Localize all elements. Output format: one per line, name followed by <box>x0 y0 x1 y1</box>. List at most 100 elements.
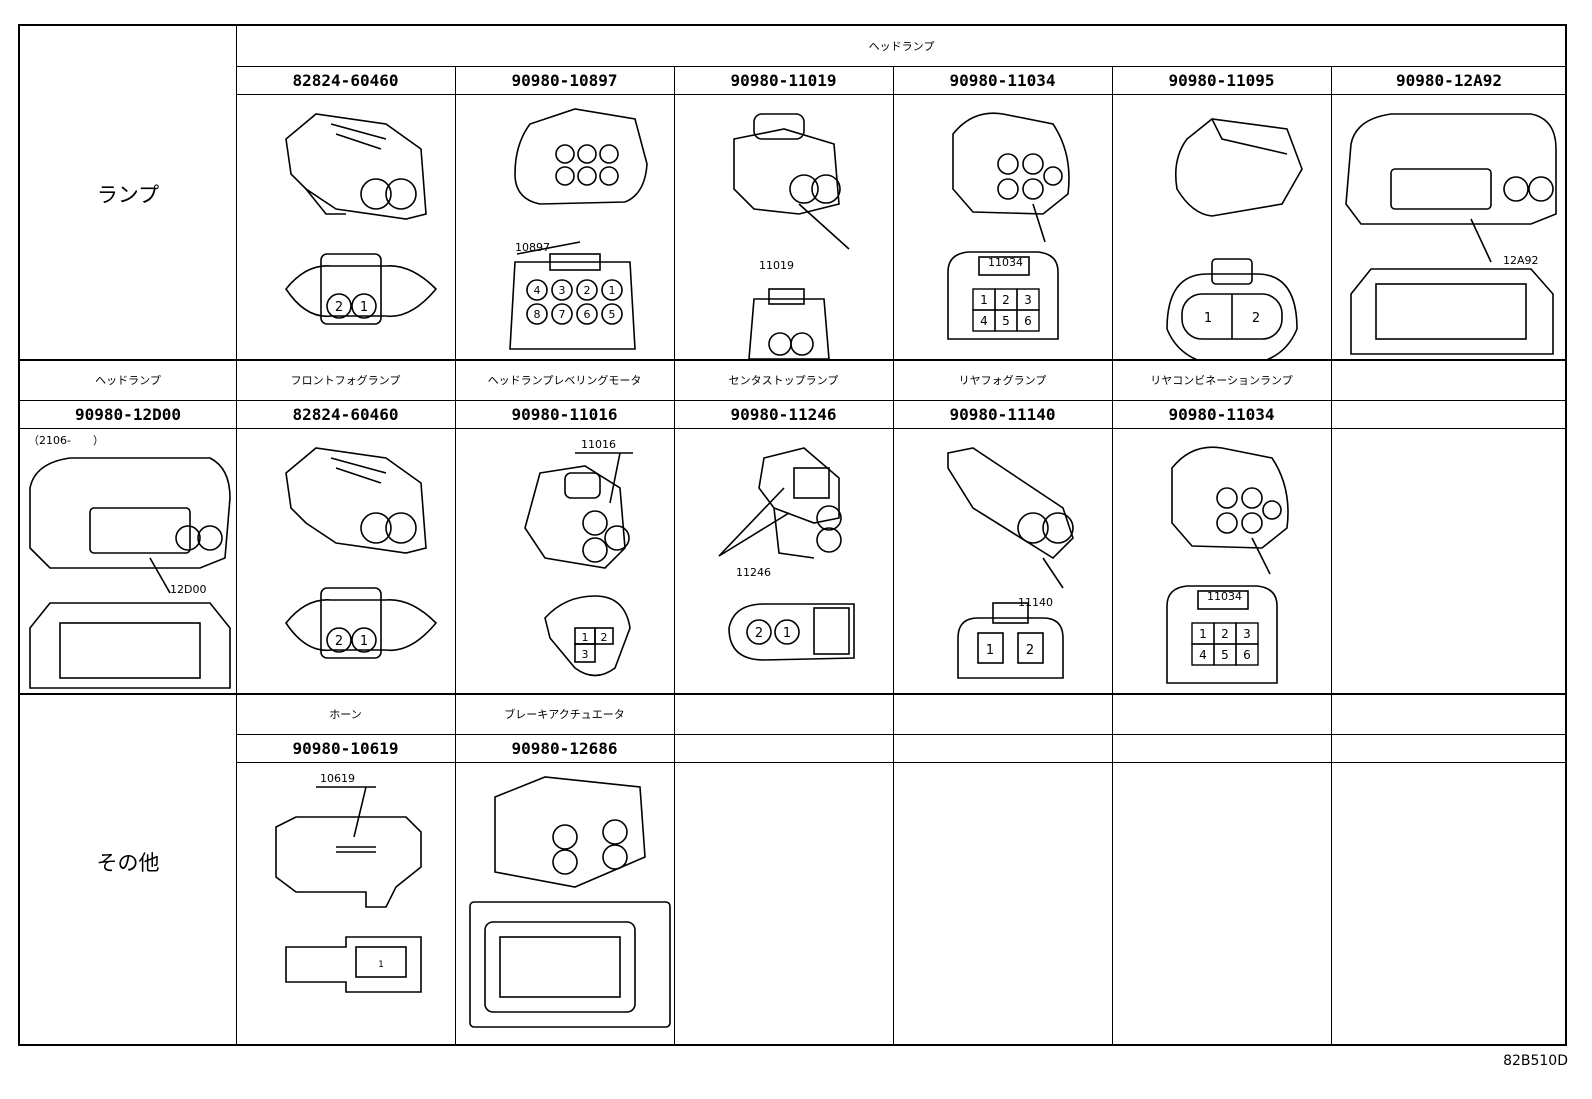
pin-label: 1 <box>1204 311 1212 326</box>
system-label: センタストップランプ <box>728 374 839 387</box>
pin-label: 3 <box>559 284 566 297</box>
connector-90980-11095: 1 2 <box>1166 118 1303 359</box>
col-divider <box>893 66 894 360</box>
pin-label: 2 <box>335 300 343 315</box>
part-number: 90980-11034 <box>949 70 1056 90</box>
pin-label: 2 <box>755 626 763 641</box>
pin-cell: 6 <box>1016 309 1040 332</box>
connector-90980-12D00: 12D00 <box>29 457 231 689</box>
pin-cell: 2 <box>1213 622 1237 645</box>
pin-label: 1 <box>360 634 368 649</box>
pin-label: 2 <box>601 631 608 644</box>
connector-90980-11016: 11016 1 2 3 <box>524 438 633 677</box>
part-number: 90980-10619 <box>292 738 399 758</box>
pin-label: 2 <box>584 284 591 297</box>
col-divider <box>1331 360 1332 1044</box>
part-number: 90980-12D00 <box>75 404 181 424</box>
callout-label: 11246 <box>736 566 771 579</box>
row-divider <box>236 762 1565 763</box>
row-divider <box>20 359 1565 361</box>
pin-circle: 4 <box>526 279 548 301</box>
system-label: ヘッドランプレベリングモータ <box>487 374 642 387</box>
connector-90980-10619: 10619 1 <box>275 772 422 993</box>
pin-label: 2 <box>335 634 343 649</box>
pin-label: 3 <box>582 648 589 661</box>
pin-circle: 7 <box>551 303 573 325</box>
category-lamp: ランプ <box>96 183 160 207</box>
pin-label: 4 <box>980 314 988 328</box>
pin-cell: 4 <box>1191 643 1215 666</box>
pin-circle: 2 <box>746 619 772 645</box>
figure-id: 82B510D <box>1503 1053 1568 1069</box>
row-divider <box>20 693 1565 695</box>
part-number: 90980-11034 <box>1168 404 1275 424</box>
col-divider <box>455 360 456 1044</box>
pin-circle: 1 <box>601 279 623 301</box>
pin-circle: 2 <box>326 627 352 653</box>
pin-circle: 2 <box>576 279 598 301</box>
connector-90980-11140: 11140 1 2 <box>947 447 1074 679</box>
date-note: （2106- ） <box>28 434 104 447</box>
system-label: リヤコンビネーションランプ <box>1150 374 1293 387</box>
pin-circle: 8 <box>526 303 548 325</box>
part-number: 82824-60460 <box>292 404 399 424</box>
pin-label: 6 <box>1024 314 1032 328</box>
pin-cell: 5 <box>1213 643 1237 666</box>
pin-label: 6 <box>1243 648 1251 662</box>
pin-label: 8 <box>534 308 541 321</box>
col-divider <box>893 360 894 1044</box>
pin-label: 3 <box>1024 293 1032 307</box>
pin-label: 7 <box>559 308 566 321</box>
pin-circle: 1 <box>351 627 377 653</box>
pin-cell: 3 <box>1016 288 1040 311</box>
pin-label: 3 <box>1243 627 1251 641</box>
pin-cell: 1 <box>1191 622 1215 645</box>
system-label: ブレーキアクチュエータ <box>504 708 625 721</box>
pin-cell: 1 <box>972 288 996 311</box>
connector-90980-12686 <box>469 776 671 1028</box>
part-number: 82824-60460 <box>292 70 399 90</box>
col-divider <box>674 66 675 360</box>
system-label: ヘッドランプ <box>868 40 935 53</box>
system-label: ヘッドランプ <box>95 374 161 387</box>
pin-label: 2 <box>1002 293 1010 307</box>
col-divider <box>455 66 456 360</box>
callout-label: 12D00 <box>170 583 206 596</box>
pin-label: 5 <box>609 308 616 321</box>
row-divider <box>20 428 1565 429</box>
callout-label: 11140 <box>1018 596 1053 609</box>
part-number: 90980-11140 <box>949 404 1056 424</box>
row-divider <box>20 400 1565 401</box>
part-number: 90980-11095 <box>1168 70 1275 90</box>
pin-label: 5 <box>1002 314 1010 328</box>
pin-cell: 4 <box>972 309 996 332</box>
pin-cell: 3 <box>1235 622 1259 645</box>
category-other: その他 <box>96 851 160 875</box>
part-number: 90980-12686 <box>511 738 618 758</box>
col-divider <box>1331 66 1332 360</box>
part-number: 90980-11246 <box>730 404 837 424</box>
pin-label: 1 <box>1199 627 1207 641</box>
pin-label: 6 <box>584 308 591 321</box>
pin-circle: 3 <box>551 279 573 301</box>
pin-label: 2 <box>1252 311 1260 326</box>
row-divider <box>236 94 1565 95</box>
col-divider <box>236 26 237 1044</box>
pin-label: 2 <box>1221 627 1229 641</box>
row-divider <box>236 734 1565 735</box>
pin-label: 1 <box>609 284 616 297</box>
connector-90980-11019: 11019 <box>733 113 850 359</box>
pin-cell: 6 <box>1235 643 1259 666</box>
pin-label: 2 <box>1026 643 1034 658</box>
pin-circle: 5 <box>601 303 623 325</box>
pin-label: 1 <box>980 293 988 307</box>
system-label: リヤフォグランプ <box>958 374 1047 387</box>
callout-label: 10619 <box>320 772 355 785</box>
part-number: 90980-10897 <box>511 70 618 90</box>
col-divider <box>1112 66 1113 360</box>
callout-label: 10897 <box>515 241 550 254</box>
row-divider <box>236 66 1565 67</box>
pin-label: 4 <box>534 284 541 297</box>
